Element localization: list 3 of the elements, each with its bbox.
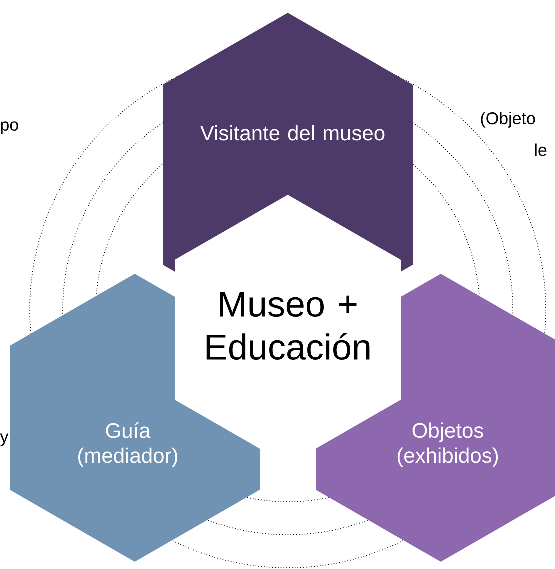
side-text: po [1,122,18,134]
side-text: (Objeto [481,112,536,128]
side-text: le [535,144,547,156]
